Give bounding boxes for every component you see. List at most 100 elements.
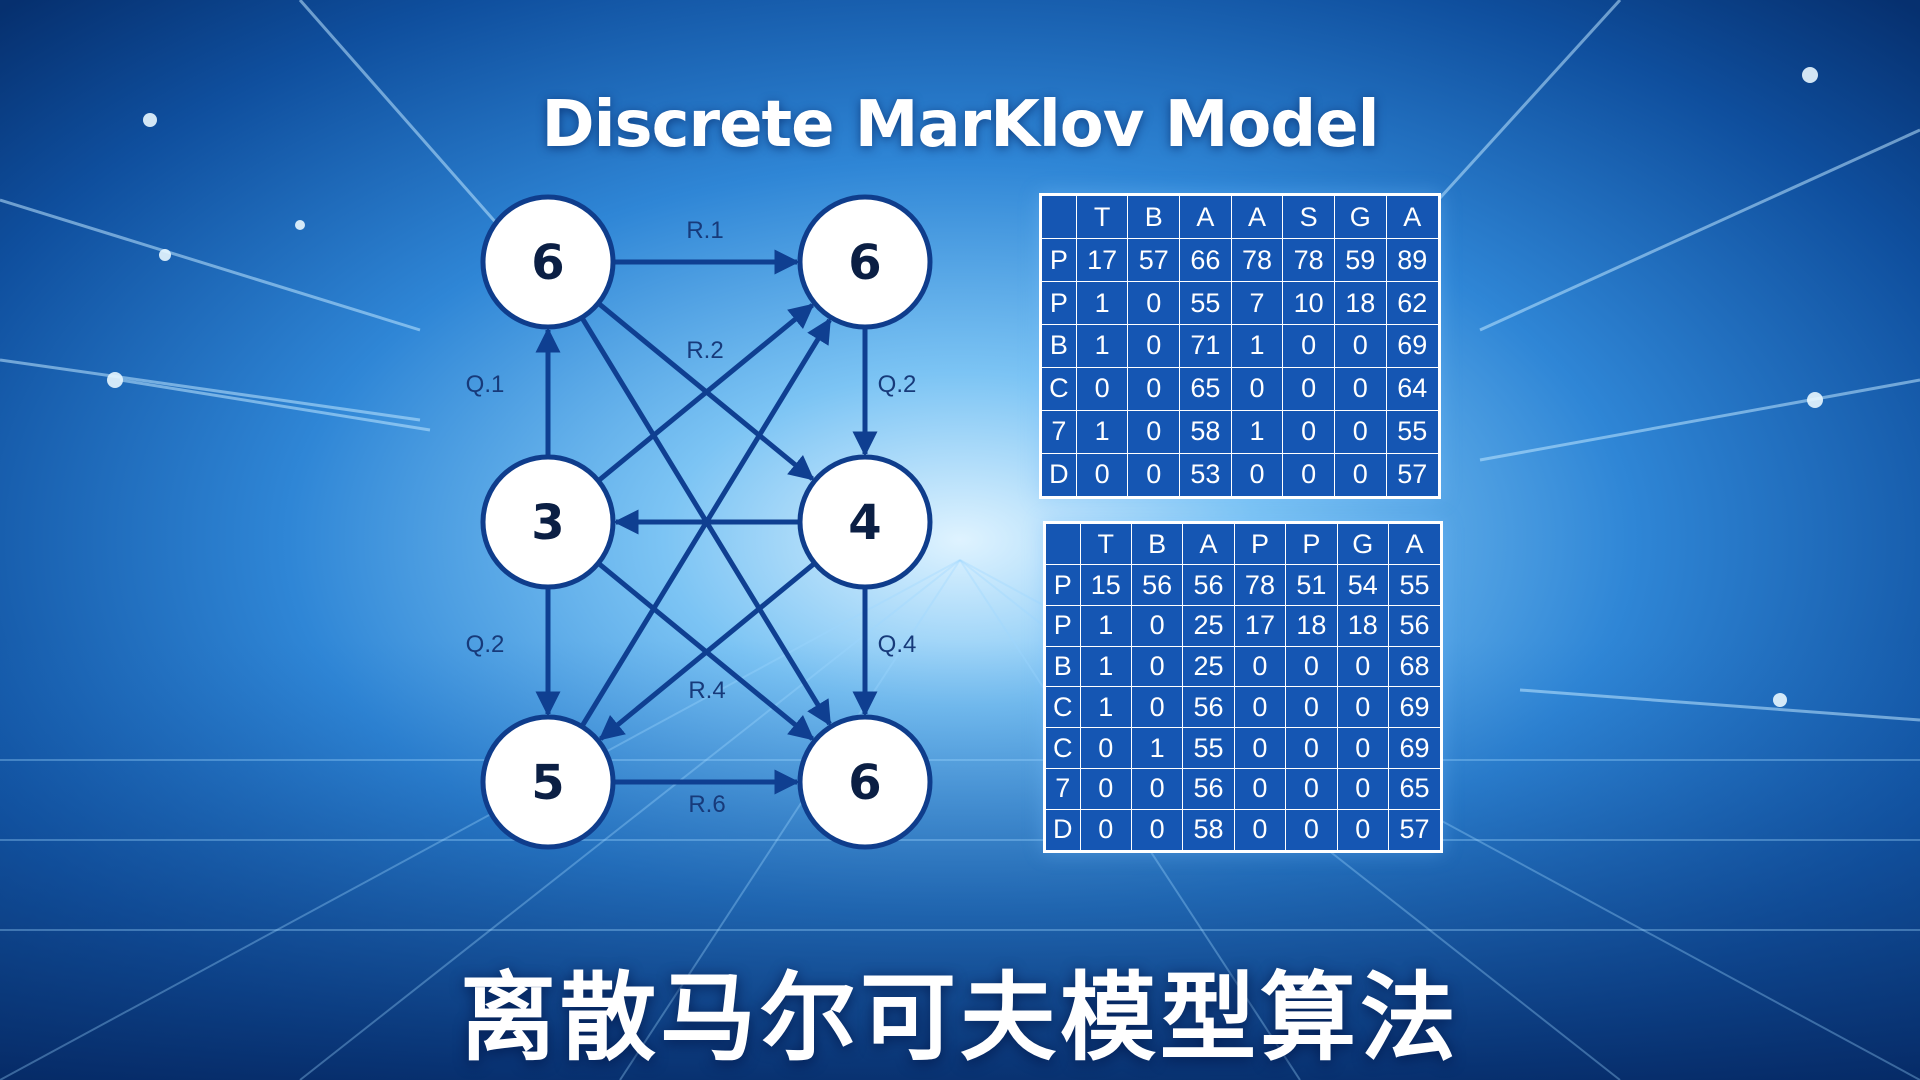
table-cell: 0 <box>1233 645 1287 688</box>
state-circle <box>797 714 933 850</box>
table-cell: 57 <box>1387 808 1443 853</box>
table-cell: 1 <box>1230 409 1284 454</box>
table-cell: 55 <box>1385 409 1441 454</box>
table-cell: 1 <box>1079 645 1132 688</box>
table-cell: 0 <box>1127 366 1181 411</box>
table-cell: 0 <box>1282 366 1335 411</box>
table-cell: 0 <box>1285 767 1338 810</box>
state-node-tl: 6 <box>480 194 616 330</box>
table-cell: 17 <box>1233 604 1287 647</box>
table-cell: 0 <box>1336 767 1389 810</box>
state-label: 6 <box>848 235 881 291</box>
table-cell: 0 <box>1333 409 1387 454</box>
table-cell: 0 <box>1130 686 1184 729</box>
edge-label: R.6 <box>688 791 725 818</box>
table-cell: 0 <box>1130 767 1184 810</box>
row-header: C <box>1044 727 1081 769</box>
row-header: P <box>1044 564 1081 606</box>
table-cell: 18 <box>1336 604 1389 647</box>
table-cell: 66 <box>1179 238 1232 283</box>
edge-label: R.4 <box>688 677 725 704</box>
edge-ml-to-tr <box>598 303 815 482</box>
corner-cell <box>1040 193 1077 240</box>
column-header: S <box>1282 193 1335 240</box>
column-header: P <box>1285 521 1338 566</box>
table-cell: 0 <box>1230 366 1284 411</box>
table-cell: 57 <box>1127 238 1181 283</box>
state-circle <box>480 454 616 590</box>
row-header: 7 <box>1040 409 1077 454</box>
table-cell: 1 <box>1075 324 1129 368</box>
table-cell: 1 <box>1079 686 1132 729</box>
column-header: G <box>1336 521 1389 566</box>
edge-label: Q.1 <box>466 371 505 398</box>
table-cell: 68 <box>1387 645 1443 688</box>
table-cell: 0 <box>1079 808 1132 853</box>
column-header: B <box>1130 521 1184 566</box>
edge-label: R.1 <box>686 217 723 244</box>
table-cell: 54 <box>1336 564 1389 606</box>
table-cell: 0 <box>1282 324 1335 368</box>
table-cell: 55 <box>1179 281 1232 326</box>
table-cell: 0 <box>1079 727 1132 769</box>
table-cell: 1 <box>1075 281 1129 326</box>
table-cell: 69 <box>1387 727 1443 769</box>
edge-label: Q.4 <box>878 631 917 658</box>
table-cell: 1 <box>1130 727 1184 769</box>
column-header: G <box>1333 193 1387 240</box>
table-cell: 25 <box>1182 645 1235 688</box>
table-cell: 0 <box>1075 366 1129 411</box>
table-cell: 0 <box>1336 686 1389 729</box>
table-cell: 55 <box>1387 564 1443 606</box>
table-cell: 0 <box>1079 767 1132 810</box>
table-cell: 0 <box>1333 324 1387 368</box>
row-header: D <box>1044 808 1081 853</box>
table-cell: 0 <box>1130 604 1184 647</box>
table-cell: 10 <box>1282 281 1335 326</box>
column-header: P <box>1233 521 1287 566</box>
row-header: P <box>1044 604 1081 647</box>
state-label: 6 <box>848 755 881 811</box>
table-cell: 0 <box>1127 452 1181 499</box>
row-header: C <box>1044 686 1081 729</box>
state-circle <box>797 454 933 590</box>
column-header: A <box>1387 521 1443 566</box>
state-node-mr: 4 <box>797 454 933 590</box>
column-header: A <box>1385 193 1441 240</box>
table-cell: 0 <box>1285 808 1338 853</box>
table-cell: 62 <box>1385 281 1441 326</box>
table-cell: 0 <box>1282 452 1335 499</box>
state-circle <box>480 194 616 330</box>
table-cell: 18 <box>1285 604 1338 647</box>
state-circle <box>480 714 616 850</box>
table-cell: 0 <box>1233 808 1287 853</box>
table-cell: 0 <box>1285 645 1338 688</box>
column-header: A <box>1179 193 1232 240</box>
table-cell: 65 <box>1387 767 1443 810</box>
column-header: T <box>1075 193 1129 240</box>
table-cell: 65 <box>1179 366 1232 411</box>
edge-label: Q.2 <box>878 371 917 398</box>
row-header: P <box>1040 238 1077 283</box>
table-cell: 25 <box>1182 604 1235 647</box>
table-cell: 69 <box>1385 324 1441 368</box>
table-cell: 0 <box>1230 452 1284 499</box>
table-cell: 0 <box>1233 767 1287 810</box>
state-node-bl: 5 <box>480 714 616 850</box>
table-cell: 1 <box>1075 409 1129 454</box>
corner-cell <box>1044 521 1081 566</box>
row-header: C <box>1040 366 1077 411</box>
row-header: P <box>1040 281 1077 326</box>
